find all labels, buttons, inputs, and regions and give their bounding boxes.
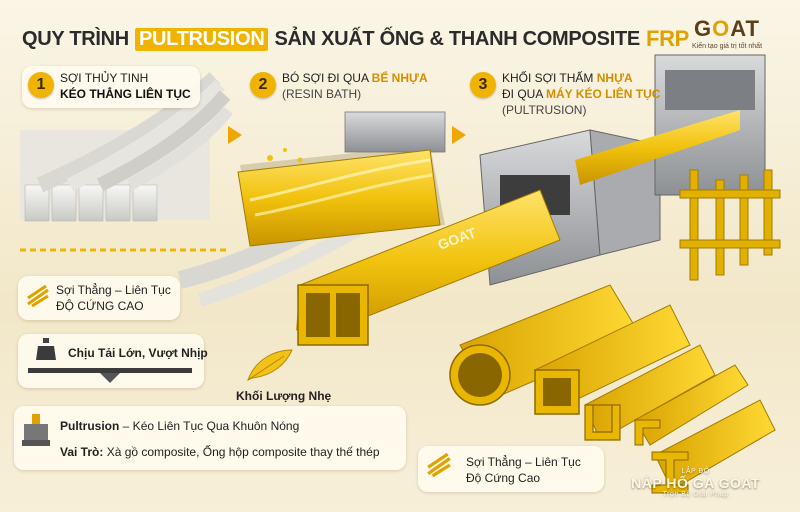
watermark: LẮP BỘ NẮP HỐ GA GOAT Trọn Bộ Giải Pháp <box>631 468 760 498</box>
pultrusion-desc: – Kéo Liên Tục Qua Khuôn Nóng <box>119 419 300 433</box>
square-profile: GOAT <box>296 189 561 346</box>
logo-brand: GOAT <box>694 16 760 41</box>
step-1-line1: SỢI THỦY TINH <box>60 71 149 85</box>
page-title: QUY TRÌNH PULTRUSION SẢN XUẤT ỐNG & THAN… <box>22 24 689 54</box>
step-3-highlight-1: NHỰA <box>596 71 633 85</box>
step-3-text: KHỐI SỢI THẤM NHỰA ĐI QUA MÁY KÉO LIÊN T… <box>502 70 660 118</box>
step-2-line1: BÓ SỢI ĐI QUA <box>282 71 372 85</box>
step-3-line1: KHỐI SỢI THẤM <box>502 71 597 85</box>
light-text: Khối Lượng Nhẹ <box>236 388 331 404</box>
step-1-number: 1 <box>28 72 54 98</box>
step-1-line2: KÉO THẲNG LIÊN TỤC <box>60 87 191 101</box>
beam-support-icon <box>28 368 192 384</box>
fiber-bottom-card <box>418 446 604 492</box>
watermark-line1: LẮP BỘ <box>681 468 710 475</box>
load-text: Chịu Tải Lớn, Vượt Nhịp <box>68 345 208 361</box>
step-3-line2: ĐI QUA <box>502 87 547 101</box>
title-suffix: SẢN XUẤT ỐNG & THANH COMPOSITE <box>274 27 640 50</box>
pultrusion-text: Pultrusion – Kéo Liên Tục Qua Khuôn Nóng <box>60 418 299 434</box>
watermark-line2: NẮP HỐ GA GOAT <box>631 475 760 491</box>
step-2-text: BÓ SỢI ĐI QUA BỂ NHỰA (RESIN BATH) <box>282 70 428 102</box>
step-2-number: 2 <box>250 72 276 98</box>
role-desc: Xà gồ composite, Ống hộp composite thay … <box>103 445 380 459</box>
title-highlight: PULTRUSION <box>134 27 269 51</box>
weight-icon <box>34 338 58 364</box>
role-title: Vai Trò: <box>60 445 104 459</box>
fiber-bottom-line1: Sợi Thẳng – Liên Tục <box>466 455 581 469</box>
step-3-number: 3 <box>470 72 496 98</box>
pultrusion-card <box>14 406 406 470</box>
pultrusion-title: Pultrusion <box>60 419 120 433</box>
load-label: Chịu Tải Lớn, Vượt Nhịp <box>68 346 208 360</box>
arrow-step1-to-step2 <box>228 126 242 144</box>
output-products <box>449 284 776 494</box>
step-3-line3: (PULTRUSION) <box>502 103 587 117</box>
step-2-line2: (RESIN BATH) <box>282 87 362 101</box>
step-3-highlight-2: MÁY KÉO LIÊN TỤC <box>546 87 661 101</box>
fiber-bottom-text: Sợi Thẳng – Liên Tục Độ Cứng Cao <box>466 454 581 486</box>
resin-bath <box>237 111 446 247</box>
step-2-highlight: BỂ NHỰA <box>371 71 428 85</box>
fiber-bottom-line2: Độ Cứng Cao <box>466 471 541 485</box>
goat-logo: GOAT Kiến tạo giá trị tốt nhất <box>678 16 776 60</box>
fiber-bundle-icon-bottom <box>426 452 452 478</box>
role-text: Vai Trò: Xà gồ composite, Ống hộp compos… <box>60 444 380 460</box>
arrow-step2-to-step3 <box>452 126 466 144</box>
light-label: Khối Lượng Nhẹ <box>236 389 332 403</box>
press-machine-icon <box>22 414 50 448</box>
logo-tagline: Kiến tạo giá trị tốt nhất <box>691 43 763 50</box>
fiber-strength-text: Sợi Thẳng – Liên Tục ĐỘ CỨNG CAO <box>56 282 171 314</box>
watermark-line3: Trọn Bộ Giải Pháp <box>662 491 729 498</box>
fiber-bundle-icon <box>26 284 50 308</box>
step-1-text: SỢI THỦY TINH KÉO THẲNG LIÊN TỤC <box>60 70 191 102</box>
title-prefix: QUY TRÌNH <box>22 27 129 50</box>
fiber-strength-line1: Sợi Thẳng – Liên Tục <box>56 283 171 297</box>
title-frp: FRP <box>645 26 690 51</box>
fiber-strength-line2: ĐỘ CỨNG CAO <box>56 299 144 313</box>
feather-icon <box>246 348 294 382</box>
